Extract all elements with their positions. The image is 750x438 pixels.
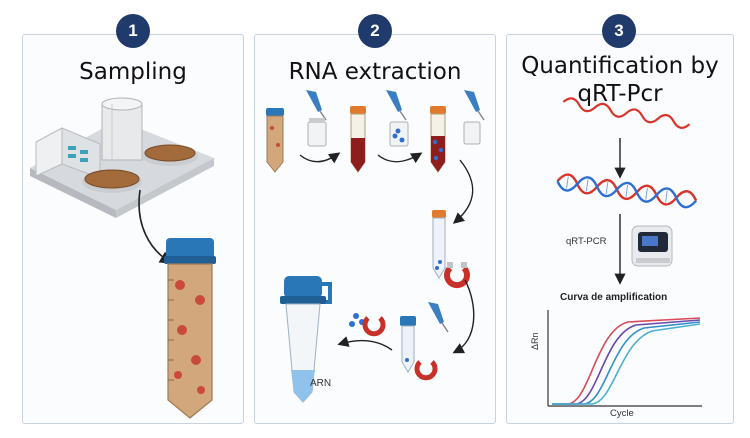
arrow-step-b — [377, 152, 423, 164]
pipette-icon — [464, 90, 485, 121]
sample-tube-icon — [350, 106, 366, 173]
pipette-icon — [428, 302, 449, 333]
arn-label: ARN — [310, 378, 332, 389]
magnet-icon — [444, 262, 470, 289]
step-title-rna-extraction: RNA extraction — [288, 59, 462, 85]
pipette-icon — [306, 90, 327, 121]
step-title-sampling: Sampling — [79, 59, 187, 85]
vial-icon — [307, 118, 327, 147]
sample-tube-icon — [164, 238, 216, 419]
treatment-plant-icon — [30, 97, 214, 218]
rna-strand-icon — [562, 97, 691, 129]
step-title-quantification-line1: Quantification by — [521, 53, 719, 79]
arrow-step-e — [337, 336, 393, 351]
step-badge-3: 3 — [602, 14, 636, 48]
qrtpcr-label: qRT-PCR — [566, 236, 607, 247]
step-title-quantification-line2: qRT-Pcr — [577, 81, 663, 107]
pipette-icon — [386, 90, 407, 121]
vial-icon — [463, 121, 481, 145]
curve-title: Curva de amplification — [560, 292, 668, 303]
step-badge-2: 2 — [358, 14, 392, 48]
sample-tube-icon — [432, 210, 446, 279]
magnet-icon — [414, 360, 438, 381]
vial-icon — [389, 121, 409, 147]
sample-tube-icon — [430, 106, 446, 173]
amplification-curve-chart — [547, 310, 702, 407]
arrow-step-d — [452, 279, 475, 354]
step-badge-1: 1 — [116, 14, 150, 48]
sample-tube-icon — [400, 316, 416, 373]
dna-helix-icon — [556, 173, 698, 209]
qpcr-machine-icon — [631, 225, 673, 267]
arrow-step-a — [299, 152, 341, 164]
x-axis-label: Cycle — [610, 408, 634, 419]
sample-tube-icon — [266, 108, 284, 173]
y-axis-label: ΔRn — [530, 332, 540, 350]
arrow-step-c — [452, 159, 474, 224]
arn-tube-icon — [280, 276, 332, 403]
magnet-icon — [349, 313, 386, 337]
